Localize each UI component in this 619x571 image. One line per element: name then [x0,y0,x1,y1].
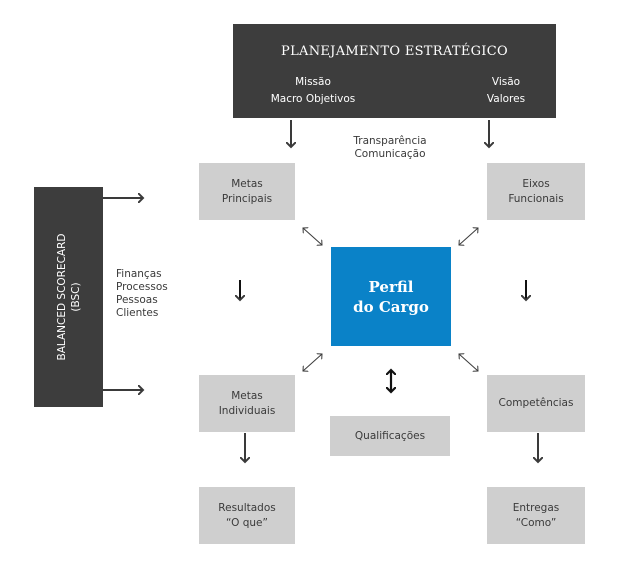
node-eixos-funcionais: Eixos Funcionais [487,163,585,220]
perspective-clientes: Clientes [116,307,159,319]
node-metas-principais: Metas Principais [199,163,295,220]
strategic-planning-box: PLANEJAMENTO ESTRATÉGICO Missão Macro Ob… [233,24,556,118]
bsc-box: BALANCED SCORECARD (BSC) [34,187,103,407]
node-label-line: Individuais [218,404,276,417]
bsc-perspectives: Finanças Processos Pessoas Clientes [116,268,196,320]
node-label-line: Competências [498,397,574,409]
arrow-perfil-eixos-funcionais [459,228,478,245]
strategic-planning-right-items: Visão Valores [476,74,536,108]
node-label-line: Metas [231,389,263,402]
node-perfil-do-cargo: Perfil do Cargo [331,247,451,346]
node-resultados: Resultados “O que” [199,487,295,544]
item-visao: Visão [491,76,521,88]
strategic-planning-left-items: Missão Macro Objetivos [253,74,373,108]
bsc-title: BALANCED SCORECARD [55,233,68,361]
node-metas-individuais: Metas Individuais [199,375,295,432]
arrow-perfil-metas-principais [303,228,322,245]
node-label-line: Principais [221,192,273,205]
item-macro-objetivos: Macro Objetivos [270,93,356,105]
perspective-pessoas: Pessoas [116,294,158,306]
bsc-abbrev: (BSC) [69,282,82,312]
node-label-line: Funcionais [508,192,564,205]
node-label-line: “Como” [515,516,557,529]
node-label-line: Qualificações [354,429,426,442]
node-label-line: Resultados [218,501,276,514]
arrow-perfil-competencias [459,354,478,371]
arrow-perfil-metas-individuais [303,354,322,371]
note-comunicacao: Comunicação [354,148,426,160]
node-label-line: Perfil [368,277,414,296]
node-label-line: do Cargo [353,297,429,316]
node-qualificacoes: Qualificações [330,416,450,456]
node-entregas: Entregas “Como” [487,487,585,544]
node-label-line: “O que” [226,516,268,529]
item-missao: Missão [295,76,331,88]
note-transparencia: Transparência [353,135,427,147]
strategic-planning-title: PLANEJAMENTO ESTRATÉGICO [281,44,508,59]
perspective-financas: Finanças [116,268,162,280]
center-note: Transparência Comunicação [330,135,450,161]
node-competencias: Competências [487,375,585,432]
node-label-line: Eixos [522,177,550,190]
perspective-processos: Processos [116,281,168,293]
node-label-line: Metas [231,177,263,190]
bsc-label: BALANCED SCORECARD (BSC) [55,197,83,397]
node-label-line: Entregas [512,501,560,514]
item-valores: Valores [486,93,526,105]
